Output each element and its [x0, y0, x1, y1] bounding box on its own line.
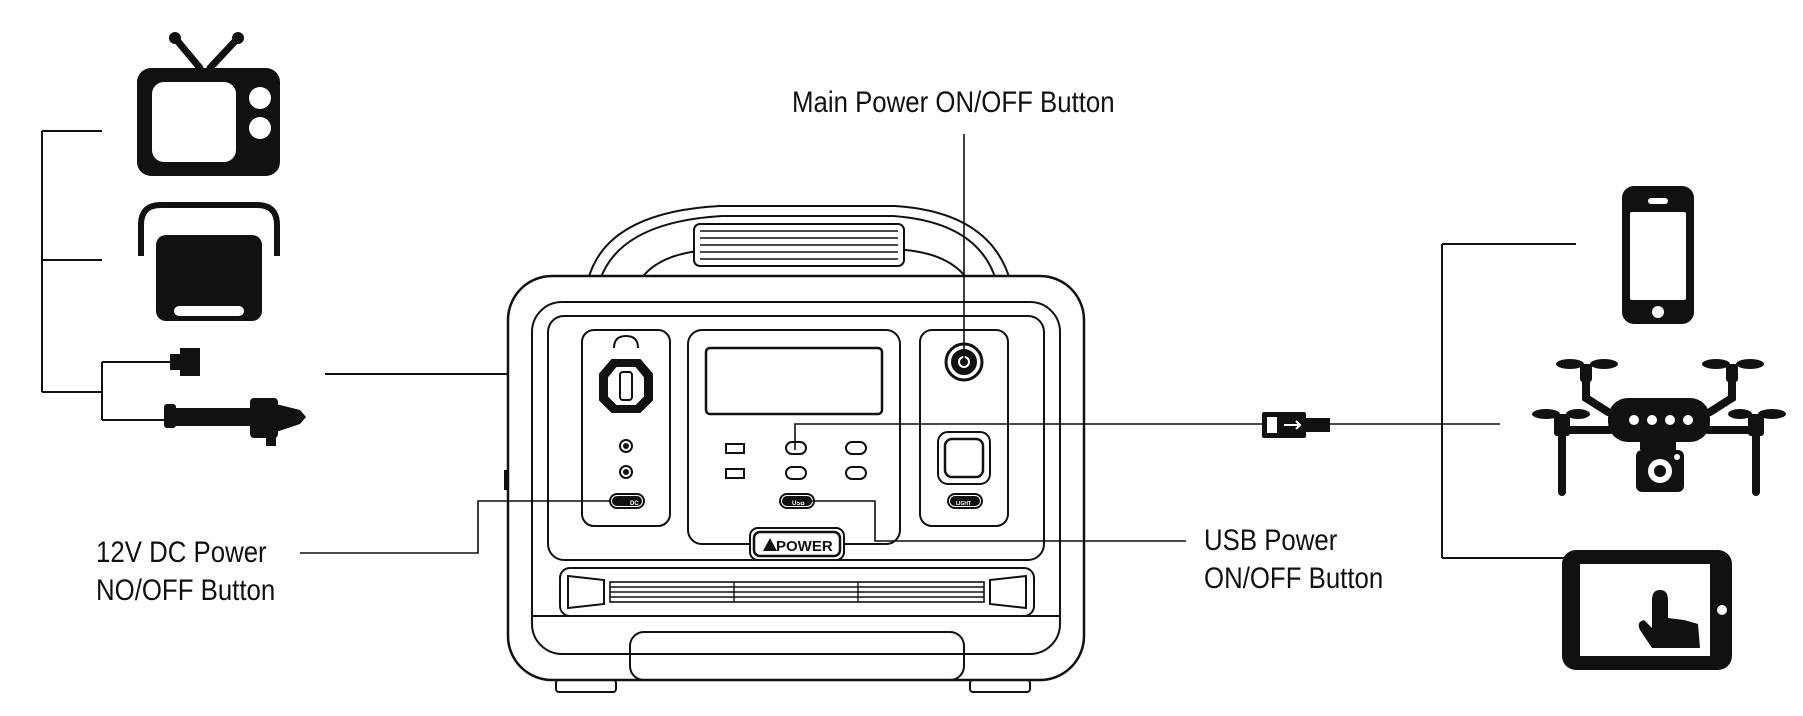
right-connector-lines — [1441, 243, 1576, 559]
brand-logo: POWER — [776, 538, 833, 555]
dc-button-label: DC — [630, 501, 639, 507]
usb-plug-icon — [1262, 412, 1330, 438]
power-station-device — [504, 205, 1086, 693]
dc-plug-icon — [170, 348, 200, 376]
smartphone-icon — [1622, 186, 1694, 324]
cooler-icon — [138, 202, 280, 321]
usb-power-label: USB Power ON/OFF Button — [1204, 524, 1384, 595]
dc-power-label: 12V DC Power NO/OFF Button — [96, 536, 276, 607]
main-power-label: Main Power ON/OFF Button — [792, 86, 1115, 119]
callout-lines — [300, 134, 1500, 554]
tablet-icon — [1562, 550, 1732, 670]
tv-icon — [137, 32, 280, 176]
car-charger-icon — [164, 398, 306, 446]
drone-icon — [1532, 359, 1786, 496]
light-button-label: LIGHT — [956, 501, 971, 507]
usb-button-label: USB — [792, 501, 805, 507]
